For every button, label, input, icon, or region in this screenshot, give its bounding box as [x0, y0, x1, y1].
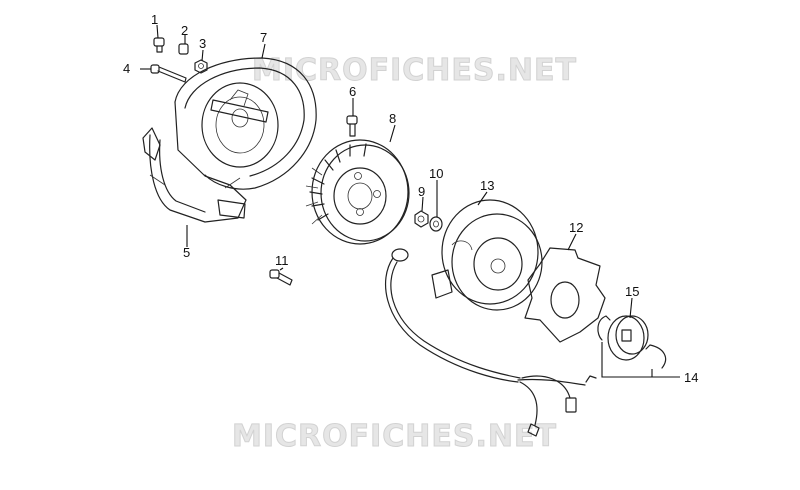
callout-12: 12	[569, 220, 583, 235]
callout-13: 13	[480, 178, 494, 193]
callout-4: 4	[123, 61, 130, 76]
callout-2: 2	[181, 23, 188, 38]
callout-9: 9	[418, 184, 425, 199]
part-2-bushing	[178, 43, 189, 55]
callout-10: 10	[429, 166, 443, 181]
callout-6: 6	[349, 84, 356, 99]
part-14-circlip-left	[597, 315, 611, 341]
wiring-harness	[385, 248, 597, 437]
part-9-nut	[414, 210, 429, 228]
callout-1: 1	[151, 12, 158, 27]
callout-15: 15	[625, 284, 639, 299]
part-8-flywheel-fan	[305, 139, 410, 245]
part-5-cover-frame	[142, 101, 247, 223]
callout-7: 7	[260, 30, 267, 45]
watermark-bottom: MICROFICHES.NET	[232, 419, 557, 454]
callout-14: 14	[684, 370, 698, 385]
callout-8: 8	[389, 111, 396, 126]
callout-5: 5	[183, 245, 190, 260]
watermark-top: MICROFICHES.NET	[252, 53, 577, 88]
part-10-washer	[429, 216, 443, 232]
part-4-bolt	[150, 64, 187, 83]
callout-3: 3	[199, 36, 206, 51]
part-15-pulley	[607, 315, 649, 361]
part-11-screw	[269, 269, 293, 286]
callout-11: 11	[275, 253, 289, 268]
part-1-screw	[153, 37, 165, 53]
part-7-fan-cover	[174, 57, 317, 190]
leader-lines	[140, 24, 680, 378]
part-14-circlip-right	[645, 344, 667, 369]
part-6-bolt	[346, 115, 358, 137]
part-3-nut	[194, 59, 208, 74]
part-12-plate	[524, 247, 606, 343]
part-13-stator	[431, 199, 543, 311]
